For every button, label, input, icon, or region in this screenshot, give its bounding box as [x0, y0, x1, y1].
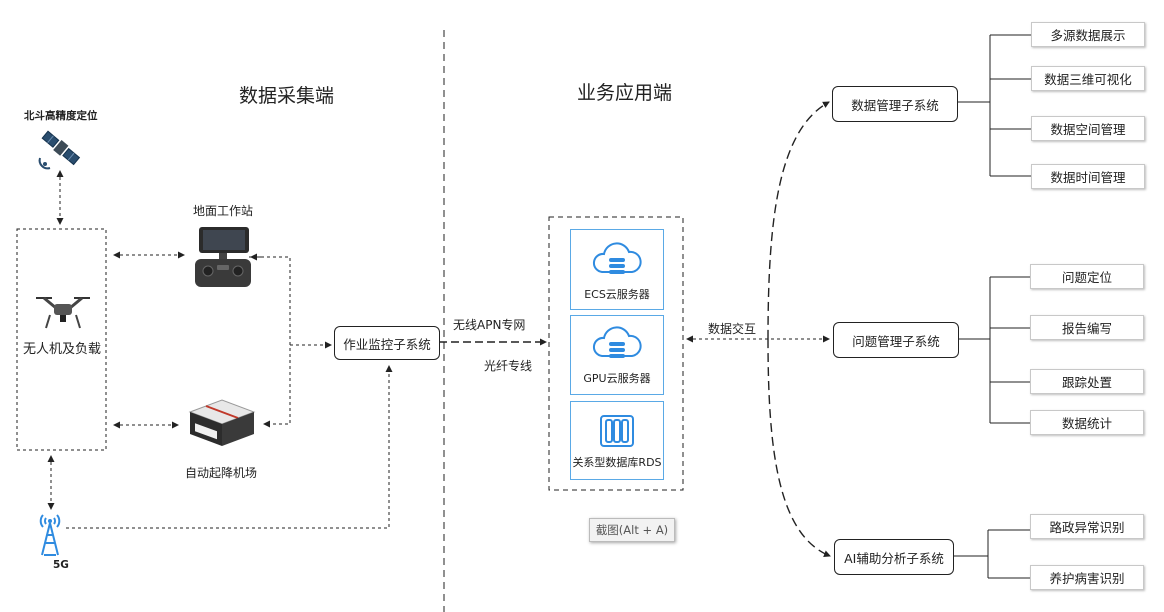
drone-icon — [36, 296, 90, 329]
collection-section-title: 数据采集端 — [239, 85, 335, 107]
5g-tower-icon — [39, 514, 61, 556]
gpu-server-label: GPU云服务器 — [583, 372, 651, 385]
ecs-server-label: ECS云服务器 — [584, 288, 650, 301]
arc-to-ai — [767, 338, 831, 557]
application-section-title: 业务应用端 — [577, 82, 673, 104]
gpu-server-box: GPU云服务器 — [570, 315, 664, 395]
leaf-temporal-management: 数据时间管理 — [1031, 164, 1145, 189]
monitor-subsystem-box: 作业监控子系统 — [334, 326, 440, 360]
cloud-server-icon — [593, 242, 642, 274]
cloud-group-box — [548, 216, 684, 491]
data-exchange-label: 数据交互 — [708, 322, 757, 336]
wireless-apn-label: 无线APN专网 — [453, 318, 526, 332]
auto-dock-icon — [188, 399, 256, 446]
drone-group-box — [16, 228, 107, 451]
leaf-data-statistics: 数据统计 — [1030, 410, 1144, 435]
cloud-server-icon — [593, 326, 642, 358]
ground-station-label: 地面工作站 — [193, 204, 254, 218]
bracket-data-mgmt — [957, 34, 1031, 177]
database-icon — [600, 415, 634, 447]
rds-database-box: 关系型数据库RDS — [570, 401, 664, 480]
problem-management-subsystem: 问题管理子系统 — [833, 322, 959, 358]
ecs-server-box: ECS云服务器 — [570, 229, 664, 310]
bracket-ai — [953, 529, 1030, 579]
leaf-report-writing: 报告编写 — [1030, 315, 1144, 340]
bracket-problem-mgmt — [957, 276, 1030, 424]
leaf-problem-location: 问题定位 — [1030, 264, 1144, 289]
satellite-icon — [38, 130, 81, 170]
ground-station-icon — [195, 227, 251, 287]
beidou-label: 北斗高精度定位 — [24, 110, 98, 122]
leaf-tracking-disposal: 跟踪处置 — [1030, 369, 1144, 394]
data-management-subsystem: 数据管理子系统 — [832, 86, 958, 122]
arc-to-data-mgmt — [767, 101, 830, 340]
auto-dock-label: 自动起降机场 — [185, 466, 258, 480]
5g-label: 5G — [53, 559, 69, 571]
link-station-monitor — [249, 256, 291, 425]
rds-database-label: 关系型数据库RDS — [572, 456, 662, 469]
ai-analysis-subsystem: AI辅助分析子系统 — [834, 539, 954, 575]
leaf-3d-visualization: 数据三维可视化 — [1031, 66, 1145, 91]
drone-label: 无人机及负载 — [23, 342, 102, 357]
screenshot-hint-button[interactable]: 截图(Alt + A) — [589, 518, 675, 542]
leaf-road-anomaly-recognition: 路政异常识别 — [1030, 514, 1144, 539]
leaf-maintenance-defect-recognition: 养护病害识别 — [1030, 565, 1144, 590]
leaf-spatial-management: 数据空间管理 — [1031, 116, 1145, 141]
leaf-multi-source-display: 多源数据展示 — [1031, 22, 1145, 47]
fiber-line-label: 光纤专线 — [484, 359, 533, 373]
